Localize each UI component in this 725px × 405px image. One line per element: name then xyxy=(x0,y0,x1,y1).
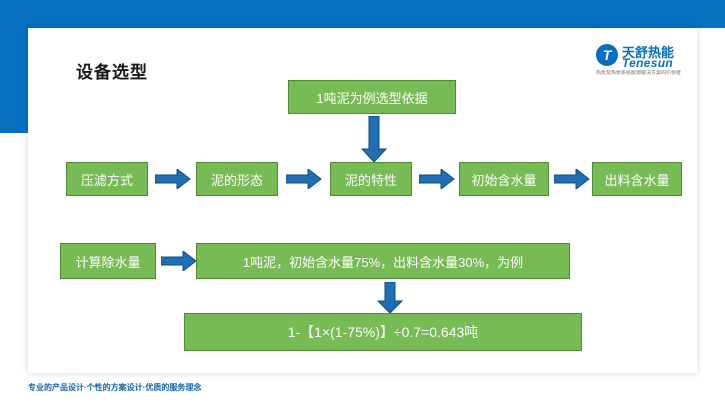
flow-box-row1-4: 出料含水量 xyxy=(592,162,682,196)
flow-box-row1-0: 压滤方式 xyxy=(66,162,148,196)
flow-box-row2-1: 1吨泥，初始含水量75%，出料含水量30%，为例 xyxy=(196,243,570,279)
logo-tagline: 热泵及热泵系统能源解决方案的引领者 xyxy=(596,70,682,76)
blue-left-band xyxy=(0,28,28,133)
logo-name-en: Tenesun xyxy=(622,56,673,70)
footer-tagline: 专业的产品设计·个性的方案设计·优质的服务理念 xyxy=(28,383,202,392)
flow-box-row1-3: 初始含水量 xyxy=(459,162,549,196)
blue-top-band xyxy=(0,0,725,28)
arrow-down-icon xyxy=(360,116,388,163)
logo-mark-icon: T xyxy=(596,44,618,66)
arrow-down-icon xyxy=(376,282,404,314)
flow-box-top-note: 1吨泥为例选型依据 xyxy=(288,80,456,114)
brand-logo: T 天舒热能 Tenesun 热泵及热泵系统能源解决方案的引领者 xyxy=(596,40,706,78)
arrow-right-icon xyxy=(155,169,191,189)
flow-box-row2-0: 计算除水量 xyxy=(60,243,156,279)
page-title: 设备选型 xyxy=(76,63,148,82)
flow-box-result: 1-【1×(1-75%)】÷0.7=0.643吨 xyxy=(184,313,582,351)
flow-box-row1-1: 泥的形态 xyxy=(196,162,278,196)
flow-box-row1-2: 泥的特性 xyxy=(330,162,412,196)
arrow-right-icon xyxy=(161,251,197,271)
arrow-right-icon xyxy=(554,169,590,189)
arrow-right-icon xyxy=(419,169,455,189)
arrow-right-icon xyxy=(286,169,322,189)
logo-name-cn: 天舒热能 xyxy=(622,45,675,60)
